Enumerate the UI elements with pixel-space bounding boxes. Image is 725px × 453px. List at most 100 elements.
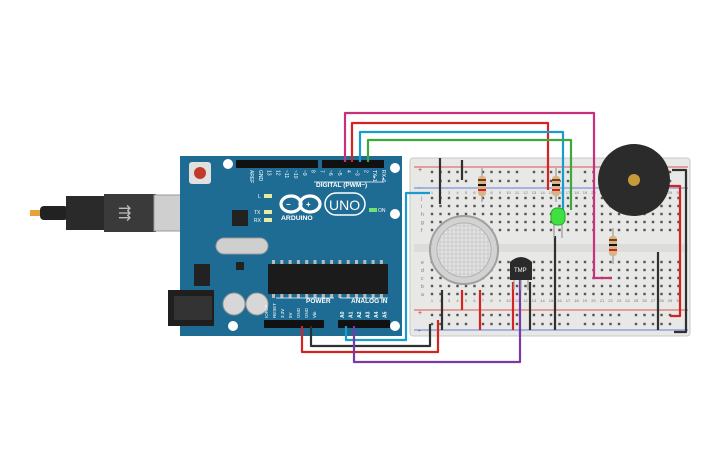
bb-hole bbox=[473, 212, 476, 216]
power-pin-label: 3.3V bbox=[280, 309, 285, 318]
digital-pin-label: 13 bbox=[266, 170, 272, 176]
bb-hole bbox=[660, 284, 663, 288]
logo-right-loop bbox=[298, 194, 322, 214]
bb-rail-hole bbox=[456, 179, 459, 183]
bb-column-number: 8 bbox=[490, 298, 493, 303]
chip-pin bbox=[346, 260, 350, 264]
mount-hole-5 bbox=[228, 321, 238, 331]
bb-hole bbox=[600, 204, 604, 208]
bb-hole bbox=[541, 212, 544, 216]
bb-rail-hole bbox=[456, 313, 459, 317]
bb-hole bbox=[600, 212, 604, 216]
bb-hole bbox=[677, 196, 680, 200]
wire-red-power bbox=[300, 320, 440, 354]
bb-hole bbox=[575, 268, 578, 272]
analog-pin-label: A4 bbox=[374, 311, 380, 318]
bb-column-number: 9 bbox=[499, 298, 502, 303]
bb-hole bbox=[558, 260, 561, 264]
bb-row-letter: i bbox=[421, 204, 422, 210]
bb-rail-hole bbox=[498, 170, 502, 174]
bb-hole bbox=[592, 292, 595, 296]
bb-hole bbox=[575, 292, 578, 296]
bb-hole bbox=[473, 292, 476, 296]
chip-pin bbox=[330, 260, 334, 264]
bb-hole bbox=[549, 260, 553, 264]
digital-header-left bbox=[236, 160, 318, 168]
bb-rail-hole bbox=[507, 313, 510, 317]
bb-column-number: 22 bbox=[608, 298, 613, 303]
bb-hole bbox=[575, 284, 578, 288]
led-rx bbox=[264, 218, 272, 222]
bb-hole bbox=[447, 292, 451, 296]
wire-cyan-signal bbox=[358, 130, 565, 210]
bb-column-number: 15 bbox=[549, 298, 554, 303]
bb-hole bbox=[532, 284, 536, 288]
reset-button-cap bbox=[194, 167, 206, 179]
chip-pin bbox=[321, 260, 325, 264]
bb-hole bbox=[532, 196, 536, 200]
chip-pin bbox=[272, 260, 275, 264]
bb-hole bbox=[651, 276, 655, 280]
usb-chip bbox=[232, 210, 248, 226]
bb-rail-hole bbox=[464, 322, 468, 326]
bb-hole bbox=[600, 292, 604, 296]
bb-hole bbox=[481, 196, 485, 200]
bb-column-number: 10 bbox=[506, 298, 511, 303]
bb-rail-hole bbox=[447, 179, 451, 183]
digital-pin-label: ~10 bbox=[292, 170, 298, 179]
bb-rail-hole bbox=[439, 322, 442, 326]
bb-hole bbox=[651, 228, 655, 232]
power-label: POWER bbox=[306, 298, 331, 305]
bb-hole bbox=[473, 204, 476, 208]
bb-column-number: 14 bbox=[540, 190, 545, 195]
bb-hole bbox=[643, 292, 646, 296]
chip-pin bbox=[355, 260, 358, 264]
bb-hole bbox=[575, 212, 578, 216]
bb-hole bbox=[430, 268, 434, 272]
bb-hole bbox=[566, 196, 570, 200]
center-channel bbox=[414, 244, 688, 252]
bb-hole bbox=[617, 212, 621, 216]
chip-pin bbox=[379, 260, 383, 264]
bb-hole bbox=[515, 284, 519, 288]
bb-hole bbox=[558, 268, 561, 272]
bb-hole bbox=[600, 284, 604, 288]
bb-hole bbox=[617, 220, 621, 224]
bb-hole bbox=[609, 260, 612, 264]
bb-hole bbox=[515, 212, 519, 216]
bb-row-letter: j bbox=[420, 196, 422, 202]
chip-pin bbox=[296, 260, 300, 264]
bb-hole bbox=[439, 284, 442, 288]
bb-hole bbox=[668, 268, 672, 272]
wire-red-rail bbox=[666, 184, 682, 318]
bb-hole bbox=[490, 284, 493, 288]
bb-hole bbox=[430, 204, 434, 208]
bb-hole bbox=[617, 292, 621, 296]
bb-column-number: 17 bbox=[566, 190, 571, 195]
bb-hole bbox=[498, 276, 502, 280]
wire-red-signal bbox=[350, 121, 550, 190]
bb-hole bbox=[566, 228, 570, 232]
bb-hole bbox=[677, 284, 680, 288]
bb-column-number: 10 bbox=[506, 190, 511, 195]
bb-hole bbox=[626, 276, 629, 280]
bb-hole bbox=[566, 212, 570, 216]
bb-hole bbox=[609, 268, 612, 272]
bb-hole bbox=[558, 276, 561, 280]
chip-pin bbox=[313, 260, 317, 264]
bb-hole bbox=[498, 204, 502, 208]
wire-black-rail bbox=[672, 168, 688, 334]
bb-rail-hole bbox=[541, 179, 544, 183]
bb-hole bbox=[660, 212, 663, 216]
resistor-1-band-2 bbox=[478, 184, 486, 186]
bb-hole bbox=[549, 268, 553, 272]
bb-hole bbox=[507, 292, 510, 296]
bb-rail-hole bbox=[583, 322, 587, 326]
digital-pin-label: ~5 bbox=[336, 170, 342, 176]
power-pin-label: 5V bbox=[288, 312, 293, 318]
usb-icon: ⇶ bbox=[118, 204, 131, 222]
bb-column-number: 30 bbox=[676, 298, 681, 303]
bb-rail-hole bbox=[668, 170, 672, 174]
resistor-1-band-3 bbox=[478, 189, 486, 191]
